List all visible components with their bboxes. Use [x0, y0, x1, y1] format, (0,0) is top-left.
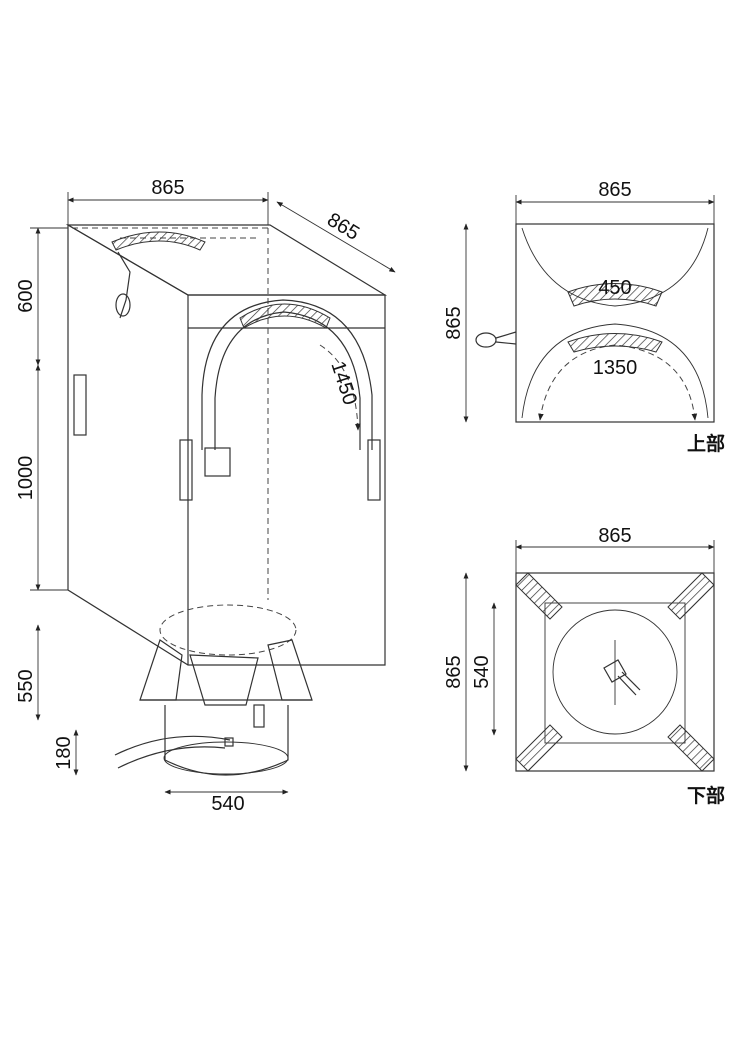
top-height-dim-label: 865 — [443, 306, 465, 339]
top-hook-icon — [475, 331, 517, 348]
bottom-view: 865 865 540 下部 — [443, 525, 725, 807]
discharge-spout — [164, 705, 289, 776]
bottom-opening — [159, 604, 297, 656]
spout-tie-cord — [114, 735, 231, 769]
inner-belt-label: 450 — [598, 277, 631, 299]
spout-height-label: 550 — [15, 669, 37, 702]
top-view-caption: 上部 — [687, 432, 725, 455]
front-top-panel — [65, 224, 388, 296]
lifting-loop — [201, 299, 373, 450]
spout-diameter-label: 540 — [211, 793, 244, 815]
tie-hook-icon — [115, 251, 131, 319]
top-height-label: 600 — [15, 279, 37, 312]
bottom-spout-circle — [552, 609, 678, 735]
loop-length-label: 1450 — [326, 359, 361, 408]
front-view: 865 865 600 1000 550 180 540 1450 — [15, 177, 396, 815]
front-width-label: 865 — [151, 177, 184, 199]
top-width-label: 865 — [598, 179, 631, 201]
outer-belt-label: 1350 — [593, 357, 638, 379]
spout-tie-label: 180 — [53, 736, 75, 769]
body-height-label: 1000 — [15, 456, 37, 501]
bottom-view-panel — [515, 572, 715, 772]
bottom-view-caption: 下部 — [687, 784, 725, 807]
bottom-width-label: 865 — [598, 525, 631, 547]
front-body-face — [67, 223, 386, 666]
top-view: 450 1350 865 865 上部 — [443, 179, 725, 455]
front-depth-label: 865 — [323, 209, 363, 245]
top-view-panel — [515, 223, 715, 423]
bottom-spout-label: 540 — [471, 655, 493, 688]
bottom-height-label: 865 — [443, 655, 465, 688]
